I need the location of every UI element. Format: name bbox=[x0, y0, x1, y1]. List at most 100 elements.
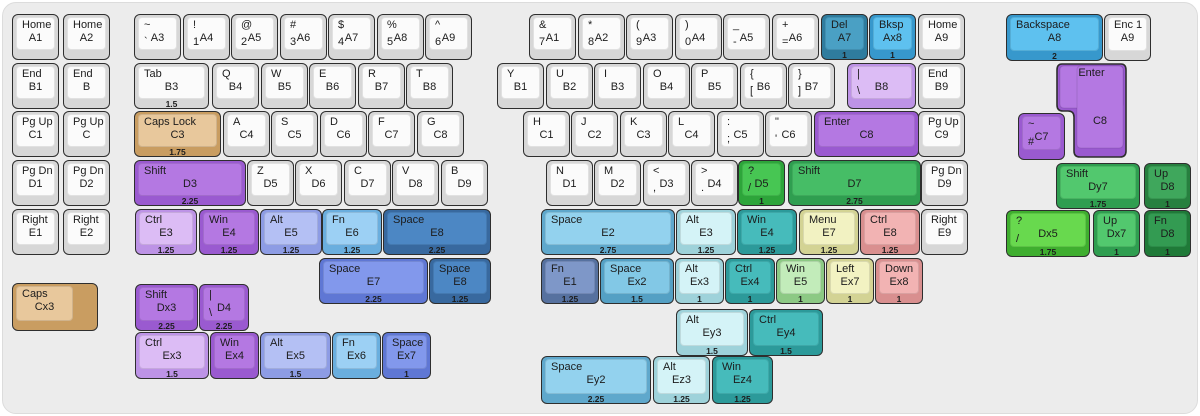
key-right-a5[interactable]: _A5- bbox=[723, 14, 770, 60]
key-right-b8[interactable]: |B8\ bbox=[847, 63, 916, 109]
key-far-dx5[interactable]: ?Dx5/1.75 bbox=[1006, 210, 1090, 257]
key-right-c6[interactable]: "C6' bbox=[765, 111, 812, 157]
key-right-d3[interactable]: <D3, bbox=[643, 160, 690, 206]
key-right-d4[interactable]: >D4. bbox=[691, 160, 738, 206]
key-right-d5[interactable]: ?D5/1 bbox=[738, 160, 785, 206]
key-left-a3[interactable]: ~A3` bbox=[134, 14, 181, 60]
key-right-b6[interactable]: {B6[ bbox=[740, 63, 787, 109]
key-right-a6[interactable]: +A6= bbox=[772, 14, 819, 60]
key-left-d4[interactable]: |D4\2.25 bbox=[199, 284, 249, 331]
key-right-c5[interactable]: :C5; bbox=[717, 111, 764, 157]
key-far-c7[interactable]: ~C7# bbox=[1018, 113, 1065, 160]
